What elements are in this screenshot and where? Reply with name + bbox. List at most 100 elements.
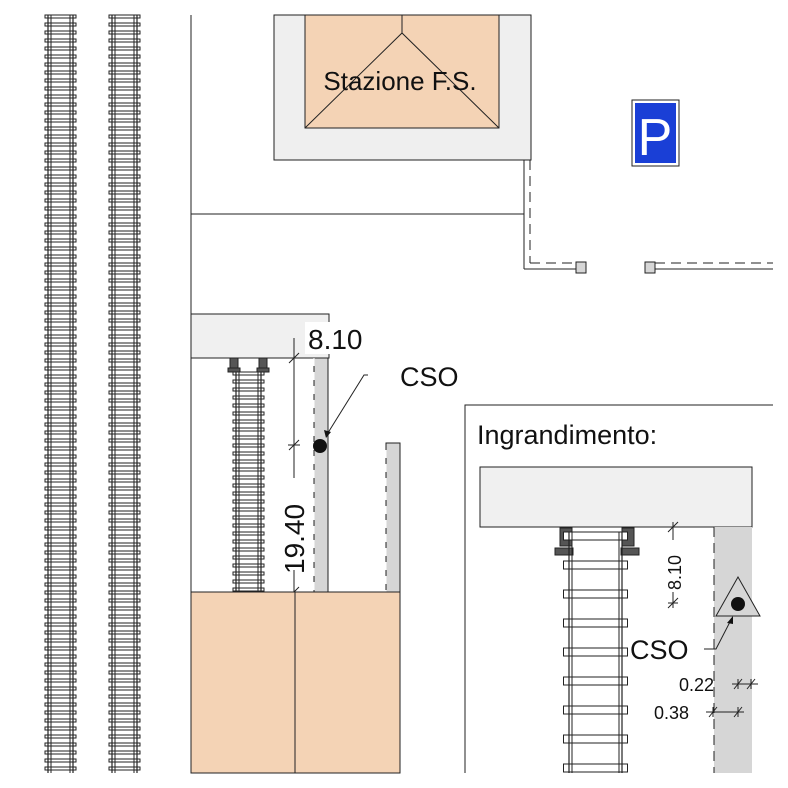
rail-tie [44, 134, 77, 139]
rail-tie [44, 326, 77, 331]
inset-canopy [479, 466, 753, 528]
buffer-stop-main [227, 357, 270, 373]
rail-tie [108, 758, 141, 763]
cso-label-main: CSO [400, 362, 459, 392]
rail-tie [108, 230, 141, 235]
rail-tie [44, 70, 77, 75]
rail-tie [232, 523, 265, 528]
rail-tie [108, 446, 141, 451]
rail-tie [44, 526, 77, 531]
rail-tie [108, 502, 141, 507]
rail-tie [108, 750, 141, 755]
station-label: Stazione F.S. [323, 66, 476, 96]
rail-tie [232, 571, 265, 576]
rail-tie [232, 587, 265, 592]
rail-tie [44, 398, 77, 403]
rail-tie [44, 534, 77, 539]
rail-tie [44, 142, 77, 147]
rail-tie [108, 622, 141, 627]
rail-tie [44, 646, 77, 651]
parking-glyph: P [638, 109, 673, 167]
rail-tie [44, 238, 77, 243]
rail-tie [108, 534, 141, 539]
rail-tie [563, 647, 628, 657]
rail-tie [44, 166, 77, 171]
rail-tie [44, 606, 77, 611]
rail-tie [108, 278, 141, 283]
rail-tie [108, 54, 141, 59]
rail-tie [108, 38, 141, 43]
rail-tie [44, 478, 77, 483]
rail-tie [44, 486, 77, 491]
walkway-strip [313, 357, 329, 594]
rail-tie [108, 126, 141, 131]
rail-tie [232, 443, 265, 448]
rail-tie [44, 598, 77, 603]
rail-tie [44, 726, 77, 731]
rail-tie [44, 590, 77, 595]
rail-tie [108, 270, 141, 275]
rail-tie [108, 150, 141, 155]
rail-tie [108, 606, 141, 611]
rail-tie [108, 630, 141, 635]
rail-tie [44, 366, 77, 371]
rail-tie [44, 670, 77, 675]
rail-tie [232, 435, 265, 440]
rail-tie [232, 491, 265, 496]
rail-tie [44, 310, 77, 315]
rail-tie [44, 694, 77, 699]
rail-tie [44, 110, 77, 115]
rail-tie [232, 371, 265, 376]
rail-tie [108, 430, 141, 435]
rail-tie [108, 614, 141, 619]
rail-tie [44, 654, 77, 659]
rail-tie [108, 214, 141, 219]
rail-tie [108, 94, 141, 99]
rail-tie [232, 411, 265, 416]
rail-tie [44, 438, 77, 443]
rail-tie [44, 566, 77, 571]
rail-tie [44, 630, 77, 635]
rail-tie [108, 694, 141, 699]
rail-tie [232, 459, 265, 464]
rail-tie [108, 726, 141, 731]
rail-tie [44, 766, 77, 771]
rail-tie [44, 750, 77, 755]
rail-tie [44, 702, 77, 707]
rail-tie [44, 390, 77, 395]
rail-tie [44, 294, 77, 299]
rail-tie [563, 734, 628, 744]
rail-tie [563, 589, 628, 599]
rail-tie [232, 483, 265, 488]
rail-tie [44, 734, 77, 739]
rail-tie [44, 422, 77, 427]
rail-tie [108, 190, 141, 195]
rail-tie [232, 467, 265, 472]
rail-tie [44, 510, 77, 515]
rail-tie [44, 38, 77, 43]
rail-tie [108, 86, 141, 91]
rail-tie [44, 198, 77, 203]
rail-tie [44, 286, 77, 291]
rail-tie [232, 555, 265, 560]
rail-tie [44, 302, 77, 307]
rail-tie [108, 654, 141, 659]
rail-tie [44, 614, 77, 619]
rail-tie [232, 579, 265, 584]
rail-tie [44, 206, 77, 211]
rail-tie [108, 414, 141, 419]
rail-tie [108, 470, 141, 475]
rail-tie [108, 358, 141, 363]
rail-tie [108, 494, 141, 499]
rail-tie [44, 622, 77, 627]
rail-tie [108, 294, 141, 299]
inset-dimension-b-label: 0.38 [654, 703, 689, 723]
rail-tie [44, 574, 77, 579]
rail-tie [108, 454, 141, 459]
rail-tie [232, 427, 265, 432]
inset-dimension-label: 8.10 [665, 555, 685, 590]
inset-dimension-b [706, 706, 744, 718]
rail-tie [44, 430, 77, 435]
rail-tie [108, 398, 141, 403]
rail-tie [108, 558, 141, 563]
